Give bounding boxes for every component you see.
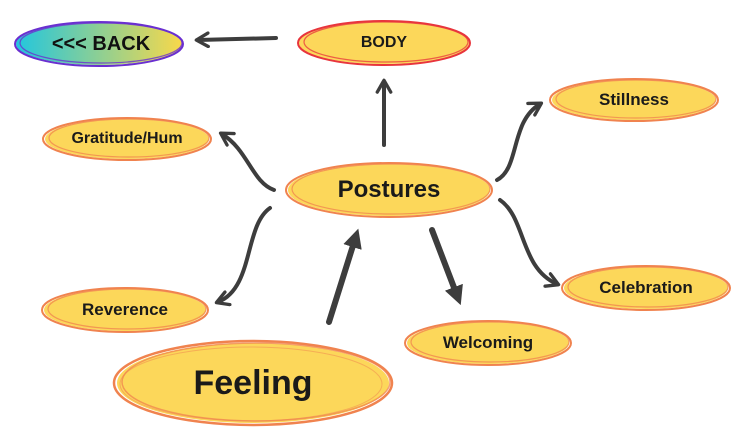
- arrow-postures-to-stillness: [495, 101, 544, 182]
- node-welcoming-label: Welcoming: [442, 333, 534, 352]
- arrow-body-to-back: [194, 31, 278, 49]
- back-button-label: <<< BACK: [51, 32, 151, 55]
- arrow-postures-to-gratitude: [218, 131, 276, 192]
- node-stillness[interactable]: Stillness: [548, 76, 720, 124]
- arrow-postures-to-reverence: [214, 206, 272, 307]
- node-reverence-label: Reverence: [81, 300, 168, 319]
- arrow-feeling-to-postures: [326, 228, 362, 325]
- node-feeling-label: Feeling: [193, 363, 313, 402]
- node-gratitude-shape: [42, 117, 212, 161]
- node-feeling-shape: [112, 339, 394, 427]
- arrow-postures-to-welcoming: [429, 227, 463, 306]
- node-stillness-label: Stillness: [599, 90, 669, 109]
- node-welcoming[interactable]: Welcoming: [403, 318, 573, 368]
- node-reverence[interactable]: Reverence: [40, 285, 210, 335]
- node-body-shape: [297, 20, 471, 66]
- node-welcoming-shape: [404, 320, 572, 366]
- node-celebration-label: Celebration: [599, 278, 693, 297]
- back-button[interactable]: <<< BACK: [13, 20, 185, 68]
- node-reverence-shape: [41, 287, 209, 333]
- node-body[interactable]: BODY: [296, 18, 472, 68]
- node-stillness-shape: [549, 78, 719, 122]
- node-celebration-shape: [561, 265, 731, 311]
- node-body-label: BODY: [360, 34, 408, 51]
- back-button-shape: [14, 21, 184, 67]
- arrow-postures-to-celebration: [498, 198, 561, 288]
- node-celebration[interactable]: Celebration: [560, 263, 732, 313]
- node-postures-label: Postures: [337, 176, 441, 203]
- node-postures-shape: [285, 162, 493, 218]
- node-postures[interactable]: Postures: [283, 160, 495, 220]
- node-feeling[interactable]: Feeling: [110, 337, 396, 429]
- node-gratitude[interactable]: Gratitude/Hum: [41, 115, 213, 163]
- node-gratitude-label: Gratitude/Hum: [71, 130, 183, 147]
